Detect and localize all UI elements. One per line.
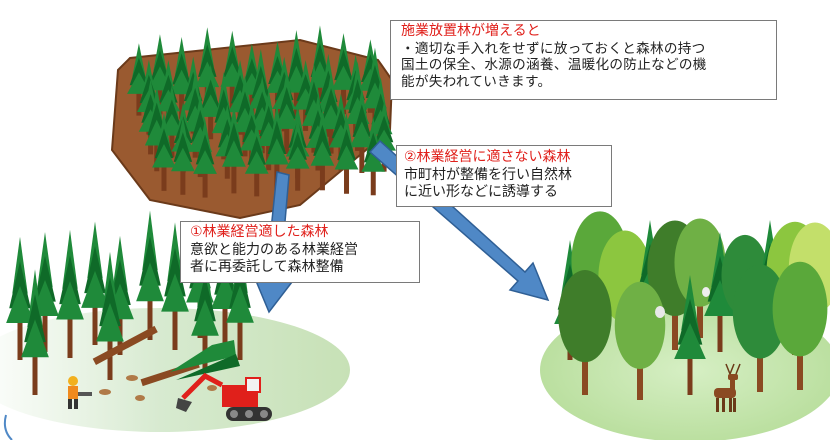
suitable-forest-line-2: 者に再委託して森林整備 [190, 259, 344, 275]
suitable-forest-line-1: 意欲と能力のある林業経営 [190, 241, 358, 258]
title-strip [0, 0, 830, 2]
abandoned-forest-line-2: 国土の保全、水源の涵養、温暖化の防止などの機 [401, 57, 707, 74]
birds [655, 287, 710, 318]
excavator-machine [176, 372, 272, 421]
abandoned-forest-heading: 施業放置林が増えると [401, 23, 541, 39]
natural-forest-trees [554, 211, 830, 400]
dense-forest-trees [127, 25, 396, 198]
abandoned-forest-line-1: ・適切な手入れをせずに放っておくと森林の持つ [401, 40, 706, 57]
unsuitable-forest-heading: ②林業経営に適さない森林 [404, 149, 571, 165]
abandoned-forest-line-3: 能が失われていきます。 [401, 74, 552, 91]
unsuitable-forest-line-2: に近い形などに誘導する [404, 184, 558, 200]
unsuitable-forest-line-1: 市町村が整備を行い自然林 [404, 166, 572, 183]
suitable-forest-callout: ①林業経営適した森林 意欲と能力のある林業経営 者に再委託して森林整備 [180, 221, 420, 283]
forestry-worker [68, 376, 92, 409]
suitable-forest-heading: ①林業経営適した森林 [190, 224, 329, 240]
abandoned-forest-callout: 施業放置林が増えると ・適切な手入れをせずに放っておくと森林の持つ 国土の保全、… [390, 20, 777, 100]
unsuitable-forest-callout: ②林業経営に適さない森林 市町村が整備を行い自然林 に近い形などに誘導する [396, 145, 612, 207]
ground-edge-line [3, 414, 13, 440]
deer [714, 363, 741, 412]
fallen-tree [170, 340, 240, 380]
